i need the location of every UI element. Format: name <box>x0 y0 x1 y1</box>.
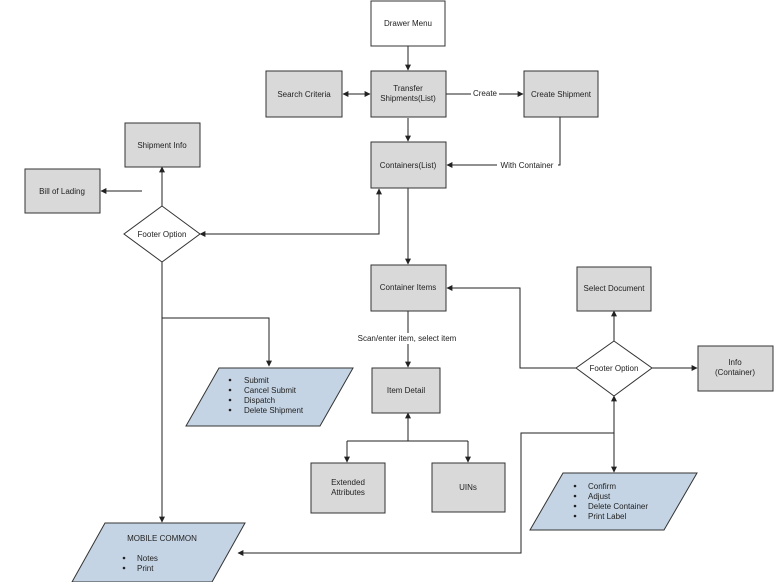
edge-label-create: Create <box>473 89 498 98</box>
node-footer-option-right: Footer Option <box>575 340 653 397</box>
shipment-action-item: Dispatch <box>244 396 275 405</box>
node-extended-line-2: Attributes <box>331 488 365 497</box>
mobile-common-item: Print <box>137 564 154 573</box>
node-shipment-info: Shipment Info <box>124 122 201 168</box>
node-select-document-label: Select Document <box>584 284 646 293</box>
node-extended-attributes: Extended Attributes <box>310 462 386 514</box>
shipment-actions-list: Submit Cancel Submit Dispatch Delete Shi… <box>228 376 304 415</box>
node-item-detail: Item Detail <box>371 367 441 414</box>
node-create-shipment: Create Shipment <box>523 70 599 118</box>
node-transfer-line-1: Transfer <box>393 84 423 93</box>
node-extended-line-1: Extended <box>331 478 365 487</box>
node-shipment-actions: Submit Cancel Submit Dispatch Delete Shi… <box>185 367 354 427</box>
node-container-actions: Confirm Adjust Delete Container Print La… <box>529 472 698 531</box>
node-info-line-2: (Container) <box>715 368 755 377</box>
node-uins: UINs <box>431 462 506 513</box>
node-footer-option-right-label: Footer Option <box>590 364 639 373</box>
edge-items-footer-right <box>446 285 578 369</box>
node-info-line-1: Info <box>728 358 742 367</box>
edge-footer-left-to-containers <box>199 188 382 237</box>
edge-footer-to-shipment-actions <box>161 262 272 367</box>
node-uins-label: UINs <box>459 483 477 492</box>
node-search-criteria: Search Criteria <box>265 70 343 118</box>
node-mobile-common-title: MOBILE COMMON <box>127 534 197 543</box>
container-actions-list: Confirm Adjust Delete Container Print La… <box>573 482 648 521</box>
node-create-shipment-label: Create Shipment <box>531 90 592 99</box>
node-drawer-menu-label: Drawer Menu <box>384 19 432 28</box>
node-containers-list-label: Containers(List) <box>380 161 437 170</box>
node-select-document: Select Document <box>576 266 652 312</box>
node-container-items-label: Container Items <box>380 283 436 292</box>
node-mobile-common: MOBILE COMMON Notes Print <box>71 522 246 582</box>
mobile-common-item: Notes <box>137 554 158 563</box>
container-action-item: Adjust <box>588 492 611 501</box>
node-container-items: Container Items <box>370 264 447 312</box>
shipment-action-item: Cancel Submit <box>244 386 297 395</box>
node-transfer-line-2: Shipments(List) <box>380 94 436 103</box>
node-shipment-info-label: Shipment Info <box>137 141 187 150</box>
container-action-item: Print Label <box>588 512 626 521</box>
shipment-action-item: Delete Shipment <box>244 406 304 415</box>
shipment-action-item: Submit <box>244 376 270 385</box>
node-transfer-shipments: Transfer Shipments(List) <box>370 70 447 118</box>
node-info-container: Info (Container) <box>697 345 774 392</box>
node-bill-of-lading-label: Bill of Lading <box>39 187 85 196</box>
node-containers-list: Containers(List) <box>370 141 447 189</box>
node-footer-option-left-label: Footer Option <box>138 230 187 239</box>
edge-footer-right-to-mobile <box>237 432 614 556</box>
edges <box>100 46 698 556</box>
node-search-criteria-label: Search Criteria <box>277 90 331 99</box>
node-item-detail-label: Item Detail <box>387 386 425 395</box>
node-drawer-menu: Drawer Menu <box>370 0 446 47</box>
container-action-item: Confirm <box>588 482 616 491</box>
edge-create-to-containers <box>446 117 561 168</box>
nodes: Drawer Menu Transfer Shipments(List) Sea… <box>24 0 774 582</box>
edge-label-with-container: With Container <box>501 161 554 170</box>
container-action-item: Delete Container <box>588 502 648 511</box>
node-bill-of-lading: Bill of Lading <box>24 168 101 214</box>
node-footer-option-left: Footer Option <box>123 205 201 263</box>
edge-labels: Create With Container Scan/enter item, s… <box>353 88 558 344</box>
edge-label-scan-enter-item: Scan/enter item, select item <box>358 334 457 343</box>
